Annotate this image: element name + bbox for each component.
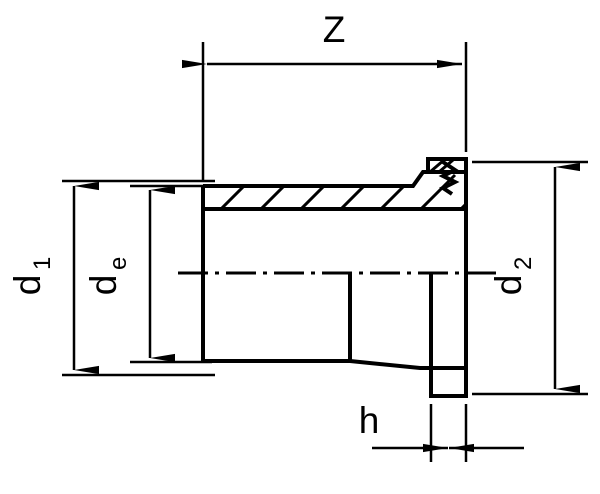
dimension-label-z: Z [323, 9, 346, 50]
dimension-h: h [359, 400, 524, 453]
dimension-d2: d 2 [488, 162, 580, 394]
zigzag-break-icon [438, 160, 460, 196]
part-geometry [201, 157, 468, 398]
dimension-label-d2: d [488, 275, 529, 296]
dimension-z: Z [182, 9, 462, 69]
dimension-label-d2-group: d 2 [488, 257, 537, 296]
dimension-label-d2-subscript: 2 [510, 257, 537, 270]
dimension-label-h: h [359, 400, 380, 441]
dimension-label-d1-subscript: 1 [29, 257, 56, 270]
upper-outer-profile [203, 170, 466, 188]
dimension-label-de-subscript: e [105, 257, 132, 270]
flange-collar-lower [429, 273, 468, 398]
extension-lines [62, 42, 588, 462]
lower-taper-edge [349, 359, 466, 370]
dimension-label-de: d [83, 275, 124, 296]
dimension-de: d e [83, 185, 175, 363]
dimension-label-d1: d [7, 275, 48, 296]
dimension-label-de-group: d e [83, 257, 132, 296]
flange-lip [426, 157, 468, 172]
dimension-d1: d 1 [7, 181, 99, 375]
dimension-label-d1-group: d 1 [7, 257, 56, 296]
